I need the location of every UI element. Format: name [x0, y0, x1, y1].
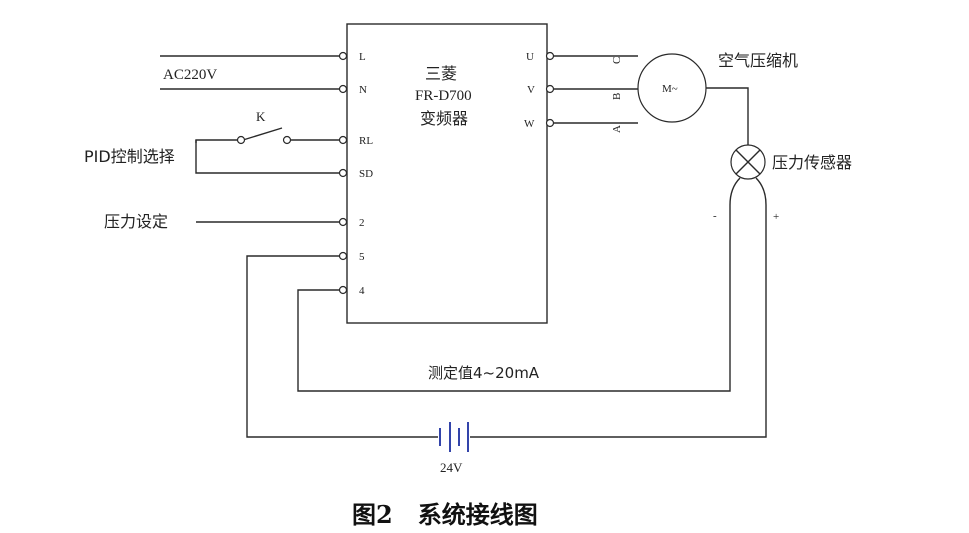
terminal-label-w: W	[524, 118, 535, 130]
terminal-label-2: 2	[359, 217, 365, 229]
terminal-label-rl: RL	[359, 135, 373, 147]
terminal-label-u: U	[526, 51, 534, 63]
phase-b: B	[611, 93, 623, 100]
figure-caption: 图2 系统接线图	[352, 500, 538, 529]
compressor-label: 空气压缩机	[718, 51, 798, 70]
terminal-v	[545, 84, 555, 94]
terminal-label-v: V	[527, 84, 535, 96]
phase-c: C	[611, 57, 623, 64]
terminal-sd	[338, 168, 348, 178]
inverter-brand: 三菱	[425, 64, 457, 83]
sensor-lead-plus	[470, 177, 767, 438]
terminal-label-n: N	[359, 84, 367, 96]
terminal-label-4: 4	[359, 285, 365, 297]
sensor-plus-label: +	[773, 211, 779, 223]
terminal-rl	[338, 135, 348, 145]
terminal-label-5: 5	[359, 251, 365, 263]
terminal-4	[338, 285, 348, 295]
wire-pid-sd	[195, 140, 340, 174]
terminal-w	[545, 118, 555, 128]
measured-value-label: 测定值4~20mA	[428, 364, 540, 382]
switch-k-label: K	[256, 109, 266, 124]
switch-k-contact-left	[236, 135, 246, 145]
motor-label: M~	[662, 83, 678, 95]
pressure-set-label: 压力设定	[104, 212, 168, 231]
wire-motor-sensor	[706, 87, 749, 145]
wire-term4	[297, 205, 731, 392]
switch-k-blade	[242, 127, 283, 141]
battery-label: 24V	[440, 460, 463, 475]
phase-a: A	[611, 125, 623, 133]
wire-pid-rl	[195, 139, 238, 143]
sensor-lead-minus	[729, 177, 741, 206]
terminal-l	[338, 51, 348, 61]
wire-term5	[246, 255, 438, 438]
terminal-n	[338, 84, 348, 94]
sensor-cross-2	[735, 149, 761, 175]
terminal-label-sd: SD	[359, 168, 373, 180]
inverter-model: FR-D700	[415, 88, 472, 104]
ac220v-label: AC220V	[163, 67, 217, 83]
terminal-label-l: L	[359, 51, 366, 63]
terminal-u	[545, 51, 555, 61]
terminal-2	[338, 217, 348, 227]
switch-k-contact-right	[282, 135, 292, 145]
inverter-type: 变频器	[420, 109, 468, 128]
sensor-minus-label: -	[713, 210, 717, 222]
inverter-box	[346, 23, 548, 324]
terminal-5	[338, 251, 348, 261]
pid-select-label: PID控制选择	[84, 147, 175, 166]
sensor-label: 压力传感器	[772, 153, 852, 172]
